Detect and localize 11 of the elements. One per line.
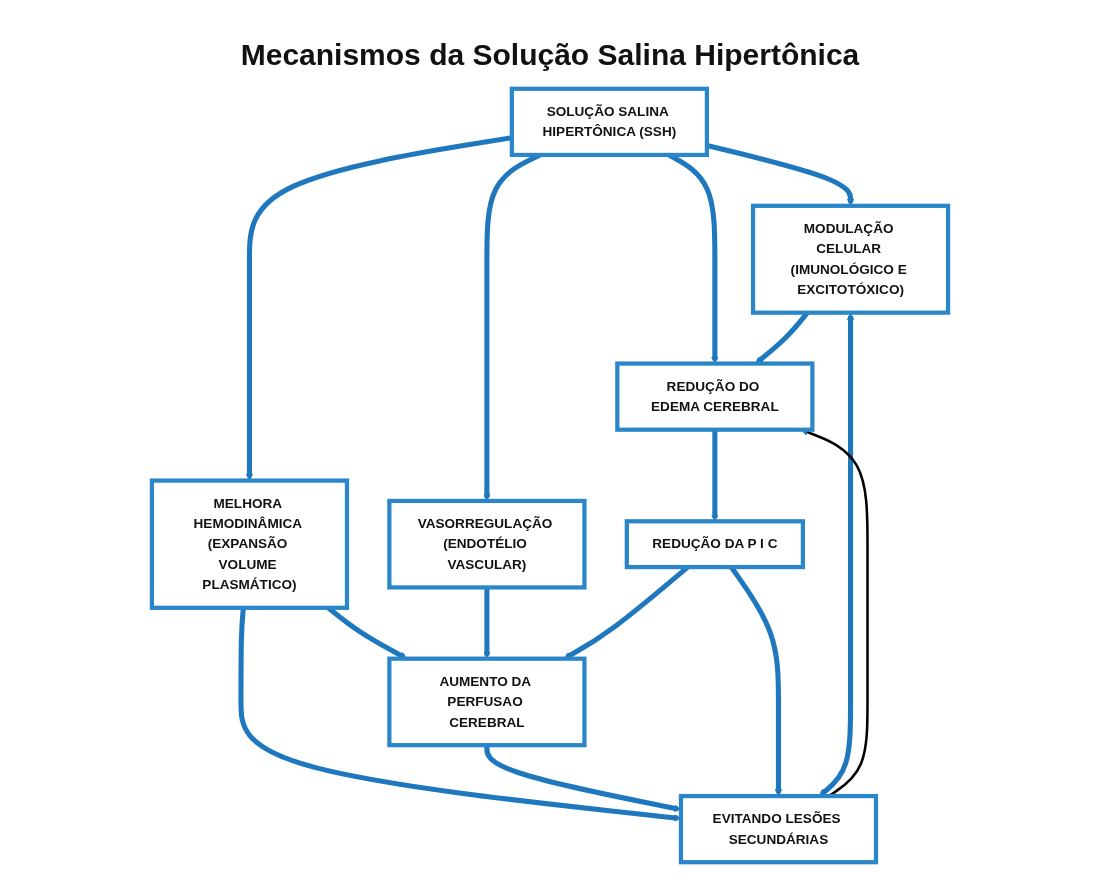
node-box: SOLUÇÃO SALINA HIPERTÔNICA (SSH) <box>509 86 709 158</box>
node-box: REDUÇÃO DA P I C <box>624 519 805 570</box>
arrow <box>818 312 855 797</box>
node-box: VASORREGULAÇÃO (ENDOTÉLIO VASCULAR) <box>387 498 587 590</box>
node-box: MODULAÇÃO CELULAR (IMUNOLÓGICO E EXCITOTÓXICO) <box>750 203 951 315</box>
node-box: EVITANDO LESÕES SECUNDÁRIAS <box>678 793 879 865</box>
diagram-title: Mecanismos da Solução Salina Hipertônica <box>240 38 860 72</box>
arrow <box>483 587 491 659</box>
node-box: MELHORA HEMODINÂMICA (EXPANSÃO VOLUME PLASMÁTICO) <box>149 478 350 610</box>
node-box: AUMENTO DA PERFUSAO CEREBRAL <box>387 656 587 748</box>
node-box: REDUÇÃO DO EDEMA CEREBRAL <box>615 361 815 432</box>
